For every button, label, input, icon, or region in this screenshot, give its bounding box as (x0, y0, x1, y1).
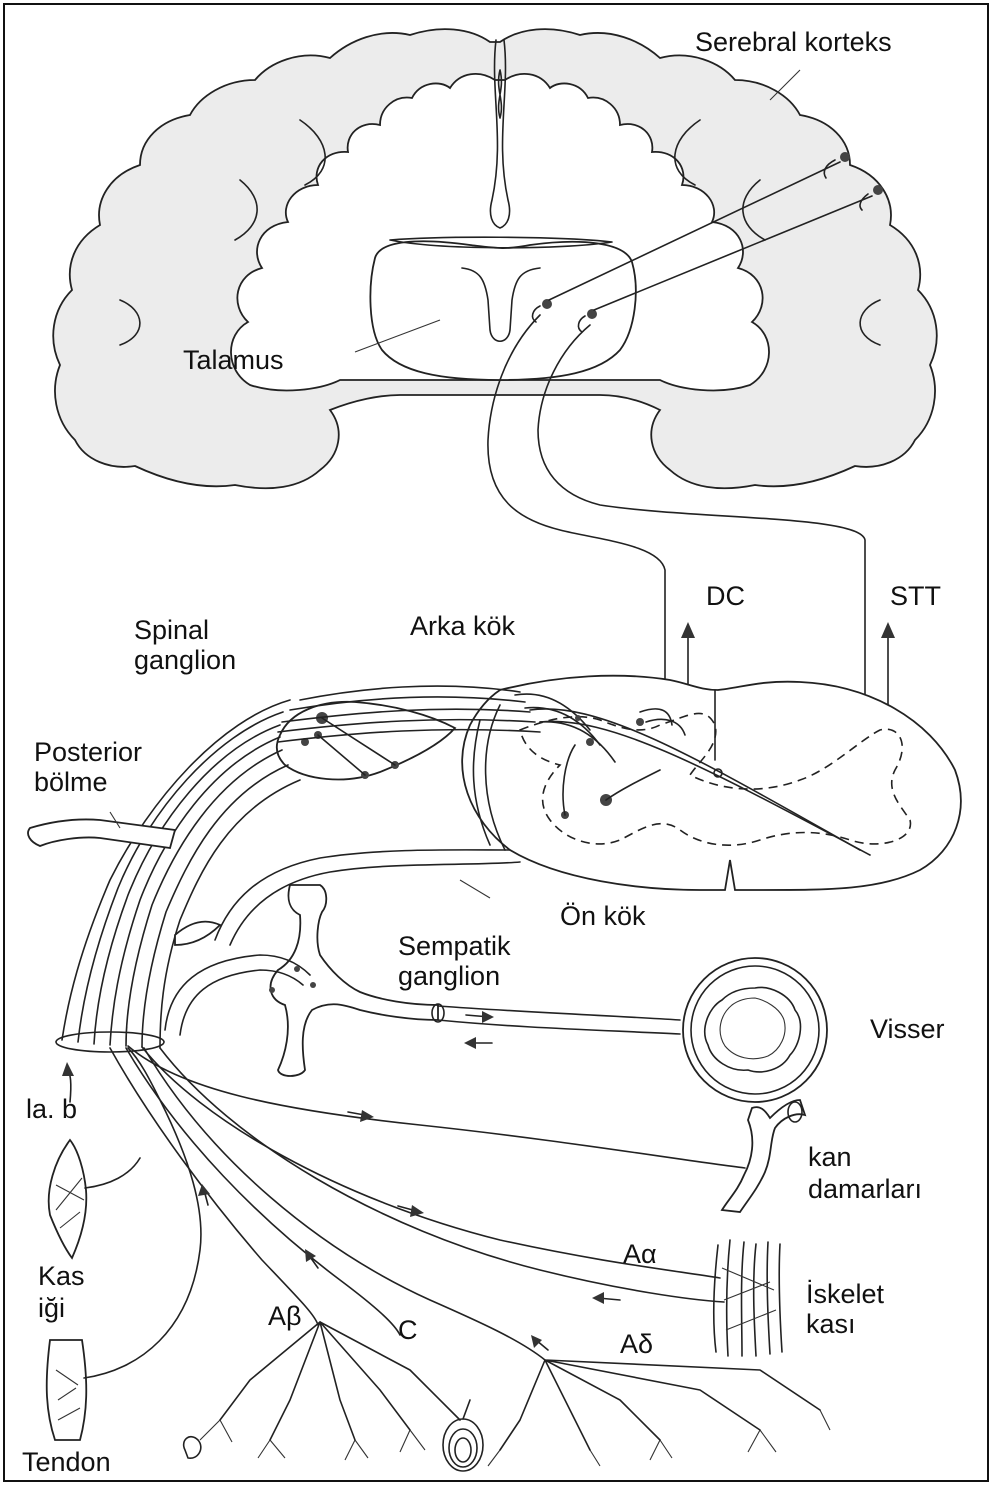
label-damarlari: damarları (808, 1175, 922, 1205)
label-la-b: la. b (26, 1095, 77, 1125)
label-ganglion: ganglion (134, 646, 236, 676)
label-stt: STT (890, 582, 941, 612)
label-c-fiber: C (398, 1316, 418, 1346)
label-tendon: Tendon (22, 1448, 111, 1478)
label-dc: DC (706, 582, 745, 612)
label-igi: iği (38, 1294, 65, 1324)
label-spinal: Spinal (134, 616, 209, 646)
label-bolme: bölme (34, 768, 108, 798)
label-a-beta: Aβ (268, 1302, 302, 1332)
label-kas: Kas (38, 1262, 85, 1292)
label-kasi: kası (806, 1310, 856, 1340)
label-serebral-korteks: Serebral korteks (695, 28, 892, 58)
label-posterior: Posterior (34, 738, 142, 768)
label-a-delta: Aδ (620, 1330, 653, 1360)
label-a-alpha: Aα (623, 1240, 657, 1270)
label-talamus: Talamus (183, 346, 284, 376)
label-arka-kok: Arka kök (410, 612, 515, 642)
label-sempatik-ganglion: ganglion (398, 962, 500, 992)
label-on-kok: Ön kök (560, 902, 646, 932)
label-kan: kan (808, 1143, 852, 1173)
thalamus-shape (370, 241, 635, 380)
label-sempatik: Sempatik (398, 932, 511, 962)
label-visser: Visser (870, 1015, 945, 1045)
label-iskelet: İskelet (806, 1280, 884, 1310)
